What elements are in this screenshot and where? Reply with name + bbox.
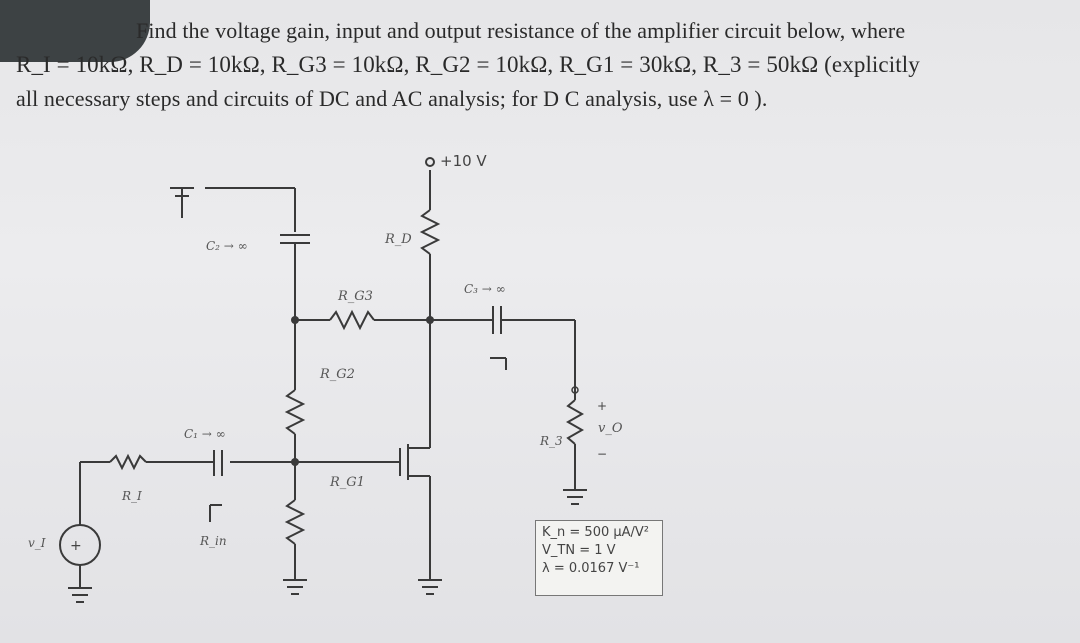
rin-label: R_in bbox=[199, 534, 227, 548]
question-line-1: Find the voltage gain, input and output … bbox=[136, 18, 906, 43]
kn-value: K_n = 500 μA/V² bbox=[542, 525, 650, 540]
c1-label: C₁ → ∞ bbox=[184, 427, 226, 441]
rd-label: R_D bbox=[384, 232, 412, 247]
question-line-3: all necessary steps and circuits of DC a… bbox=[16, 86, 768, 111]
r3-label: R_3 bbox=[539, 434, 563, 448]
question-line-2: R_I = 10kΩ, R_D = 10kΩ, R_G3 = 10kΩ, R_G… bbox=[16, 52, 920, 77]
supply-label: +10 V bbox=[440, 152, 487, 170]
transistor-parameters-box: K_n = 500 μA/V² V_TN = 1 V λ = 0.0167 V⁻… bbox=[535, 520, 663, 596]
lambda-value: λ = 0.0167 V⁻¹ bbox=[542, 561, 640, 576]
vo-label: v_O bbox=[598, 421, 623, 436]
vi-source-sign: + bbox=[70, 538, 82, 554]
ri-label: R_I bbox=[121, 489, 142, 503]
rg3-label: R_G3 bbox=[337, 289, 373, 304]
vo-plus: + bbox=[597, 399, 607, 413]
vi-label: v_I bbox=[28, 536, 46, 550]
c2-label: C₂ → ∞ bbox=[206, 239, 248, 253]
redaction-mark bbox=[0, 0, 150, 62]
vo-minus: − bbox=[597, 447, 607, 461]
rg2-label: R_G2 bbox=[319, 367, 355, 382]
vtn-value: V_TN = 1 V bbox=[542, 543, 616, 558]
question-text: Find the voltage gain, input and output … bbox=[16, 14, 1076, 116]
c3-label: C₃ → ∞ bbox=[464, 282, 506, 296]
rg1-label: R_G1 bbox=[329, 475, 365, 490]
